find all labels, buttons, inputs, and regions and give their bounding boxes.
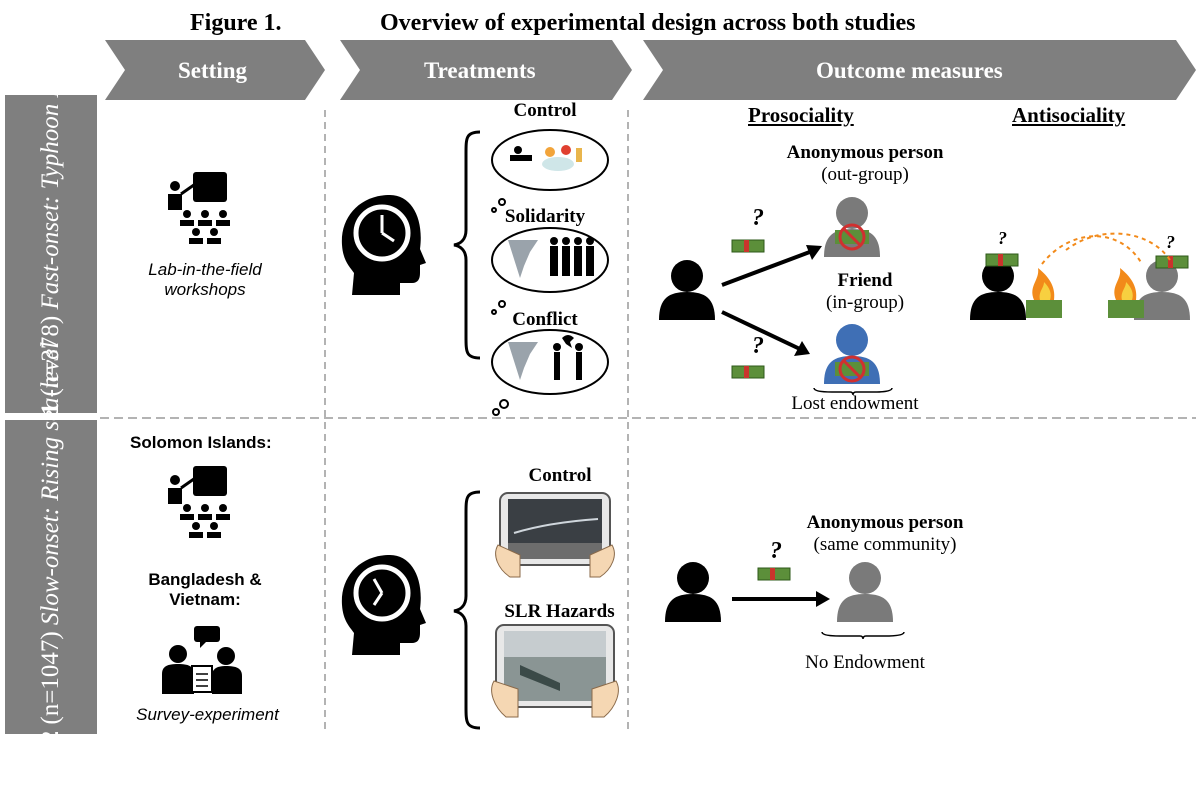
friend-group-label: (in-group) xyxy=(825,292,905,313)
survey-icon xyxy=(162,626,242,694)
no-icon-2 xyxy=(835,355,869,383)
no-endowment-label: No Endowment xyxy=(805,652,925,673)
setting-chevron xyxy=(105,40,325,100)
brace-icon xyxy=(453,130,481,360)
study2-sidebar: Study 2 (n=1047) Slow-onset: Rising sea-… xyxy=(5,342,97,812)
presenter-icon-2 xyxy=(166,464,232,540)
treatments-chevron xyxy=(340,40,632,100)
money-icon-4 xyxy=(1155,255,1189,269)
study2-outcome-graphic xyxy=(665,562,905,640)
figure-title: Overview of experimental design across b… xyxy=(380,10,916,36)
tablet-control-icon xyxy=(495,492,615,578)
setting-label-line1: Lab-in-the-field xyxy=(148,260,262,279)
setting-header: Setting xyxy=(178,58,247,83)
outcomes-chevron xyxy=(643,40,1196,100)
treatments-header: Treatments xyxy=(424,58,536,83)
setting-b-line1: Bangladesh & xyxy=(148,570,262,589)
bangladesh-vietnam-label: Bangladesh & Vietnam: xyxy=(145,570,265,610)
money-icon-3 xyxy=(985,253,1019,267)
question-mark-5: ? xyxy=(770,538,782,564)
burner-person-icon xyxy=(970,260,1026,320)
question-mark-4: ? xyxy=(1166,232,1175,252)
study2-treatment-control: Control xyxy=(528,465,592,486)
no-icon-1 xyxy=(835,223,869,251)
study1-friend-label: Friend (in-group) xyxy=(790,270,940,314)
fire-icon-2 xyxy=(1108,268,1144,318)
study2-name: Study 2 xyxy=(37,730,64,812)
study1-anon-label: Anonymous person (out-group) xyxy=(760,142,970,186)
tablet-slr-icon xyxy=(491,624,619,718)
friend-label: Friend xyxy=(837,270,893,291)
study2-anon-group: (same community) xyxy=(813,534,957,555)
question-mark-1: ? xyxy=(752,205,764,231)
giver-person-icon xyxy=(659,260,715,320)
tornado-group-icon xyxy=(508,237,594,278)
prosociality-header: Prosociality xyxy=(748,103,854,127)
study1-sidebar: Study 1 (n=378) Fast-onset: Typhoon Haiy… xyxy=(5,24,97,484)
anon-person-label: Anonymous person xyxy=(786,142,944,163)
figure-label: Figure 1. xyxy=(190,10,282,36)
study1-setting-label: Lab-in-the-field workshops xyxy=(140,260,270,300)
brace-icon-2 xyxy=(453,490,481,730)
food-icon xyxy=(510,145,582,171)
study2-anon-person: Anonymous person xyxy=(806,512,964,533)
study1-treatment-control: Control xyxy=(513,100,577,121)
fire-icon-1 xyxy=(1026,268,1062,318)
question-mark-2: ? xyxy=(752,333,764,359)
study2-anon-label: Anonymous person (same community) xyxy=(775,512,995,556)
study1-treatment-solidarity: Solidarity xyxy=(504,206,586,227)
question-mark-3: ? xyxy=(998,228,1007,248)
solomon-islands-label: Solomon Islands: xyxy=(130,433,272,452)
money-icon-5 xyxy=(757,567,791,581)
anon-group-label: (out-group) xyxy=(821,164,909,185)
head-icon-2 xyxy=(341,555,426,655)
study1-outcome-graphic xyxy=(659,197,1190,396)
tornado-conflict-icon xyxy=(508,335,583,380)
setting-label-line2: workshops xyxy=(164,280,246,299)
study2-treatment-slr: SLR Hazards xyxy=(504,601,615,622)
tablets xyxy=(491,492,619,718)
thought-clouds xyxy=(491,129,609,416)
setting-b-line2: Vietnam: xyxy=(169,590,241,609)
head-icon xyxy=(341,195,426,295)
dividers xyxy=(100,110,1196,734)
presenter-icon xyxy=(166,170,232,246)
lost-endowment-label: Lost endowment xyxy=(791,393,919,414)
study2-giver-icon xyxy=(665,562,721,622)
antisociality-header: Antisociality xyxy=(1012,103,1126,127)
study2-anon-person-icon xyxy=(837,562,893,622)
survey-experiment-label: Survey-experiment xyxy=(136,705,279,724)
money-icon-2 xyxy=(731,365,765,379)
money-icon-1 xyxy=(731,239,765,253)
column-header-arrows xyxy=(105,40,1196,100)
study1-treatment-conflict: Conflict xyxy=(512,309,578,330)
outcomes-header: Outcome measures xyxy=(816,58,1003,83)
